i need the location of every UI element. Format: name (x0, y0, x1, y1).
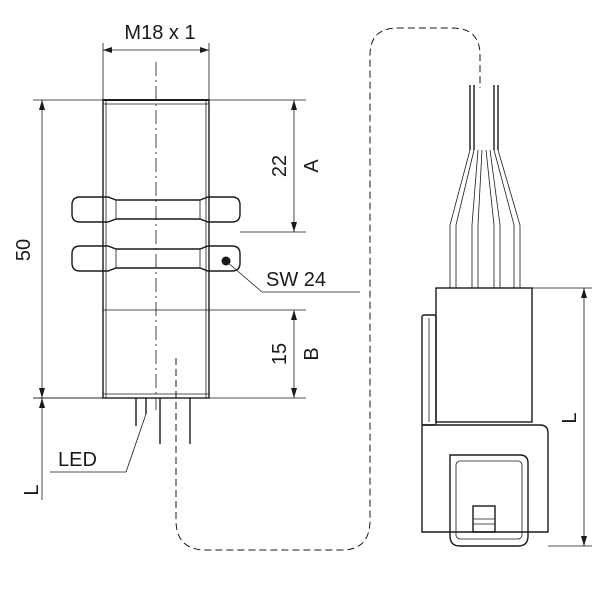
connector-plug (449, 454, 529, 547)
dim-22-label: 22 (269, 155, 291, 177)
length-50-label: 50 (13, 239, 35, 261)
upper-nut (71, 196, 241, 223)
a-dimension: 22 A (209, 99, 323, 233)
left-l-label: L (21, 484, 43, 495)
connector-view (421, 85, 549, 547)
connector-lower-housing (421, 424, 549, 533)
dim-15-label: 15 (269, 343, 291, 365)
right-l-dimension: L (532, 287, 592, 547)
length-50-dimension: 50 (13, 99, 103, 399)
b-dimension: 15 B (209, 309, 323, 399)
connector-pins (135, 398, 191, 444)
connector-wires (449, 85, 521, 288)
left-l-dimension: L (21, 397, 103, 500)
dim-a-label: A (301, 159, 323, 173)
dim-b-label: B (301, 347, 323, 360)
lower-nut (71, 245, 241, 272)
thread-label: M18 x 1 (124, 22, 195, 44)
connector-upper-housing (435, 287, 533, 423)
wrench-size-leader: SW 24 (225, 260, 360, 293)
led-leader: LED (50, 413, 147, 473)
right-l-label: L (559, 412, 581, 423)
led-label: LED (58, 449, 97, 471)
sensor-body (102, 62, 210, 410)
wrench-size-label: SW 24 (266, 269, 326, 291)
cable-path-dashed (175, 27, 481, 551)
thread-dimension: M18 x 1 (102, 22, 210, 100)
